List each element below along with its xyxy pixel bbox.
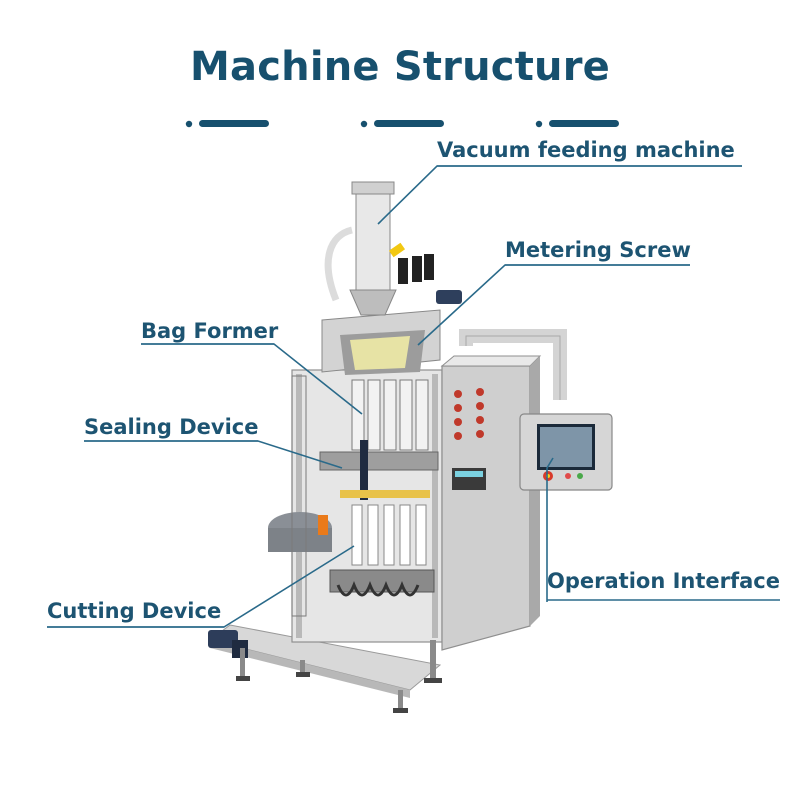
touch-panel bbox=[519, 413, 613, 491]
packing-machine bbox=[208, 181, 613, 713]
page-title: Machine Structure bbox=[190, 44, 610, 90]
bag-strips bbox=[351, 504, 427, 566]
label-bag-former: Bag Former bbox=[141, 319, 279, 343]
label-metering-screw: Metering Screw bbox=[505, 238, 691, 262]
label-sealing-device: Sealing Device bbox=[84, 415, 259, 439]
label-cutting-device: Cutting Device bbox=[47, 599, 222, 623]
leader-vacuum-feeding bbox=[377, 165, 742, 225]
label-operation-interface: Operation Interface bbox=[547, 569, 780, 593]
label-vacuum-feeding-machine: Vacuum feeding machine bbox=[437, 138, 735, 162]
title-decoration bbox=[185, 120, 619, 128]
control-buttons bbox=[452, 388, 486, 490]
forming-tubes bbox=[351, 379, 429, 451]
leader-operation-interface bbox=[546, 457, 554, 602]
label-underlines bbox=[47, 165, 780, 628]
